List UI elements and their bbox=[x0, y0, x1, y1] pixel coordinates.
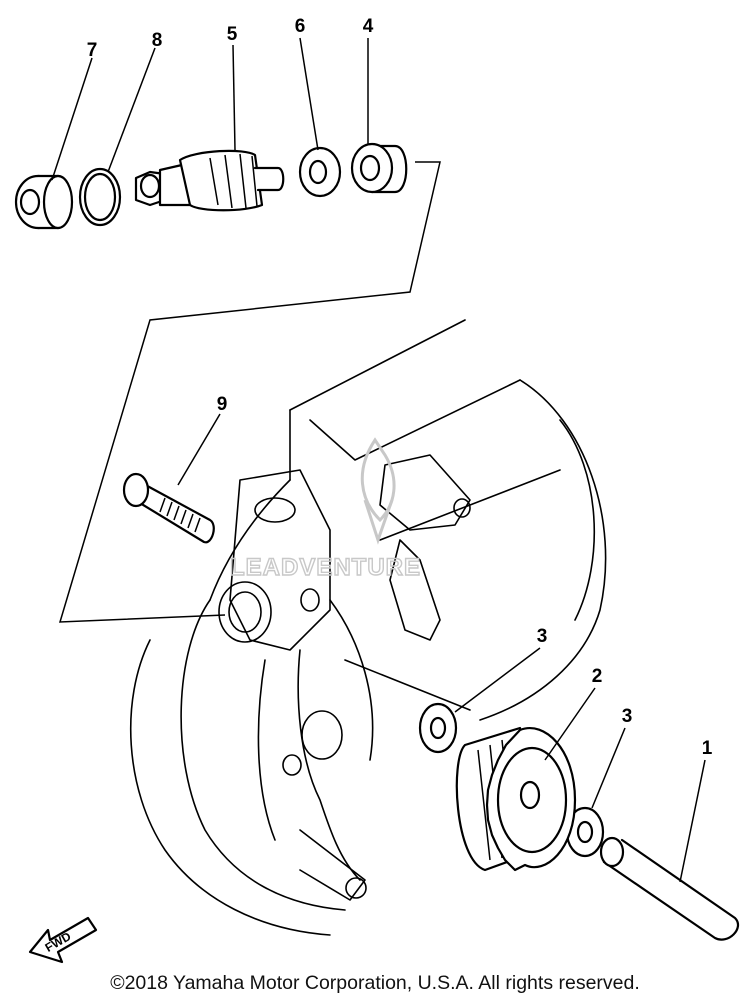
callout-1: 1 bbox=[702, 738, 713, 759]
callout-labels: 7 8 5 6 4 9 3 2 3 1 bbox=[87, 16, 713, 759]
bearing-part-7 bbox=[14, 174, 74, 230]
callout-6: 6 bbox=[295, 16, 306, 37]
washer-part-3-upper bbox=[418, 702, 458, 754]
bolt-part-9 bbox=[122, 472, 215, 544]
callout-8: 8 bbox=[152, 30, 163, 51]
gear-shaft-part-5 bbox=[134, 149, 285, 212]
washer-part-6 bbox=[298, 146, 342, 198]
reference-lines bbox=[58, 161, 441, 623]
crankcase-cover bbox=[129, 319, 607, 936]
o-ring-part-8 bbox=[78, 167, 122, 227]
watermark: LEADVENTURE bbox=[229, 437, 421, 582]
leader-lines bbox=[51, 37, 706, 883]
callout-3-upper: 3 bbox=[537, 626, 548, 647]
callout-2: 2 bbox=[592, 666, 603, 687]
callout-9: 9 bbox=[217, 394, 228, 415]
callout-5: 5 bbox=[227, 24, 238, 45]
fwd-arrow: FWD bbox=[28, 916, 98, 964]
pin-part-1 bbox=[599, 836, 740, 941]
gear-part-2 bbox=[455, 726, 577, 872]
watermark-text: LEADVENTURE bbox=[230, 554, 421, 581]
copyright-notice: ©2018 Yamaha Motor Corporation, U.S.A. A… bbox=[110, 972, 640, 994]
bushing-part-4 bbox=[350, 142, 408, 194]
callout-4: 4 bbox=[363, 16, 374, 37]
callout-7: 7 bbox=[87, 40, 98, 61]
callout-3-lower: 3 bbox=[622, 706, 633, 727]
